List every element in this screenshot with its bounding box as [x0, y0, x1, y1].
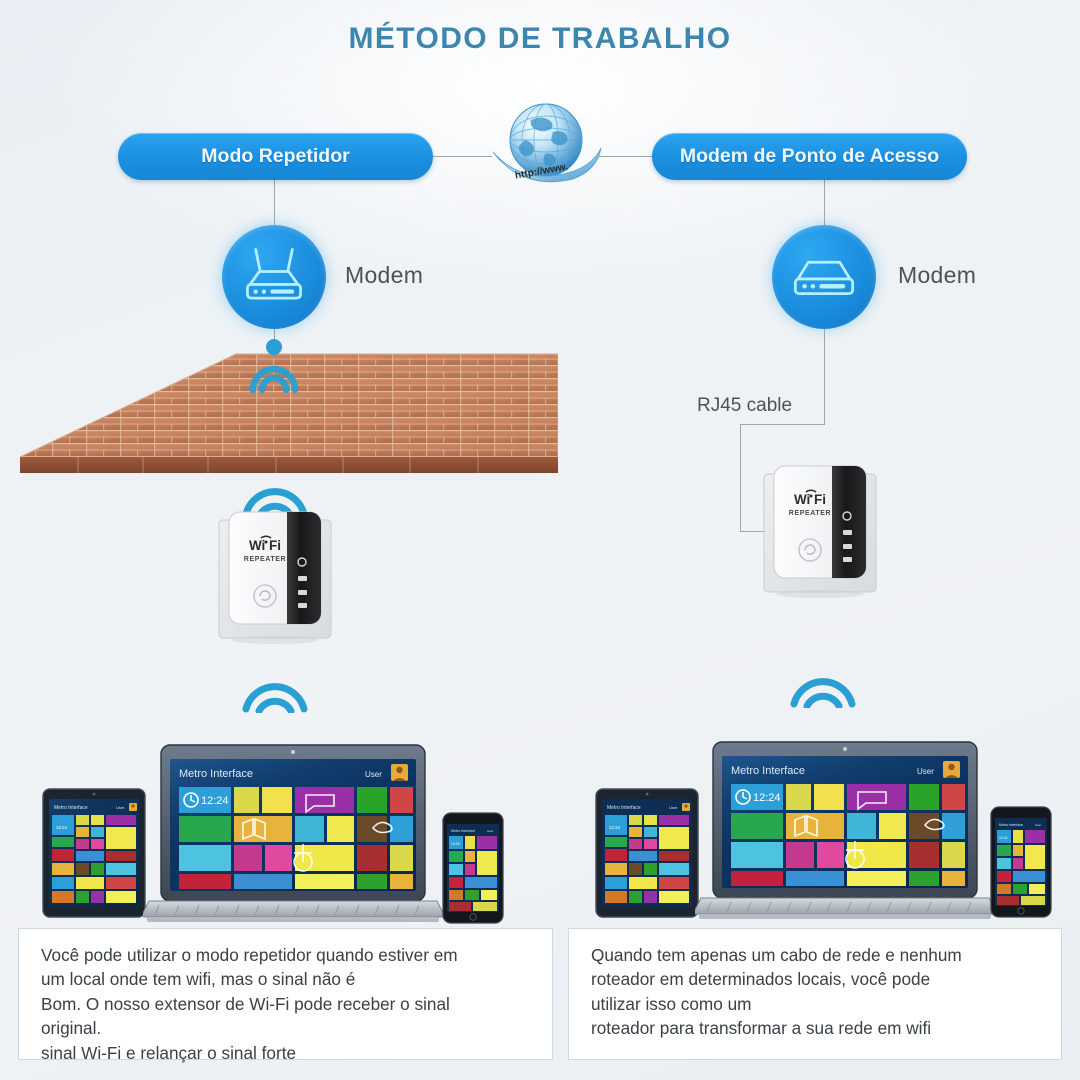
connector-line-left-modem-wifi [274, 329, 276, 343]
screen-header-title: Metro Interface [999, 823, 1023, 827]
screen-clock-tile: 12:24 [609, 825, 621, 830]
repeater-brand-line2: REPEATER [789, 510, 831, 517]
tablet-device-right: Metro Interface User [595, 788, 699, 923]
caption-line: roteador para transformar a sua rede em … [591, 1018, 932, 1039]
screen-user-label: User [365, 770, 382, 779]
repeater-brand-line1: Wi Fi [249, 538, 281, 553]
caption-line: sinal Wi-Fi e relançar o sinal forte [41, 1042, 297, 1063]
globe-internet-icon: http://www. [487, 92, 605, 192]
wifi-repeater-device-right: Wi Fi REPEATER [758, 462, 884, 603]
modem-label-right: Modem [898, 262, 977, 288]
caption-box-repeater-mode: Você pode utilizar o modo repetidor quan… [18, 928, 553, 1063]
phone-device-left: Metro Interface User 12:24 [442, 812, 504, 929]
mode-pill-repeater[interactable]: Modo Repetidor [118, 133, 433, 180]
connector-line-globe-right [598, 156, 654, 158]
caption-line: um local onde tem wifi, mas o sinal não … [41, 969, 356, 990]
modem-with-antennas-icon [222, 225, 326, 329]
phone-device-right: Metro Interface User 12:24 [990, 806, 1052, 923]
caption-line: utilizar isso como um [591, 993, 752, 1014]
laptop-device-left: Metro Interface User [140, 743, 446, 936]
screen-clock-tile: 12:24 [451, 842, 460, 846]
caption-line: Bom. O nosso extensor de Wi-Fi pode rece… [41, 993, 450, 1014]
caption-line: roteador em determinados locais, você po… [591, 969, 931, 990]
screen-header-title: Metro Interface [54, 805, 88, 811]
screen-user-label: User [1035, 823, 1041, 827]
page-title: MÉTODO DE TRABALHO [348, 22, 732, 55]
screen-header-title: Metro Interface [179, 768, 253, 780]
connector-line-left-globe [430, 156, 492, 158]
screen-header-title: Metro Interface [731, 765, 805, 777]
screen-user-label: User [917, 767, 934, 776]
connector-line-left-pill-modem [274, 180, 276, 230]
screen-header-title: Metro Interface [607, 805, 641, 811]
connector-line-right-modem-down [824, 329, 826, 425]
repeater-brand-line1: Wi Fi [794, 492, 826, 507]
caption-line: Quando tem apenas um cabo de rede e nenh… [591, 945, 962, 965]
wifi-waves-icon-repeater-right-out [788, 660, 858, 713]
screen-user-label: User [116, 805, 125, 810]
caption-line: original. [41, 1018, 102, 1039]
connector-line-rj45-to-repeater [740, 531, 766, 533]
screen-header-title: Metro Interface [451, 829, 475, 833]
screen-clock-tile: 12:24 [201, 795, 229, 807]
modem-no-antennas-icon [772, 225, 876, 329]
caption-box-access-point-mode: Quando tem apenas um cabo de rede e nenh… [568, 928, 1062, 1060]
screen-clock-tile: 12:24 [56, 825, 68, 830]
connector-line-rj45-down [740, 424, 742, 532]
caption-line: Você pode utilizar o modo repetidor quan… [41, 945, 458, 965]
wifi-repeater-device-left: Wi Fi REPEATER [213, 508, 339, 649]
wifi-waves-icon-modem-down [243, 334, 305, 401]
connector-line-right-pill-modem [824, 180, 826, 230]
screen-clock-tile: 12:24 [999, 836, 1008, 840]
brick-wall-illustration [18, 352, 559, 480]
wifi-waves-icon-repeater-left-out [240, 665, 310, 718]
repeater-brand-line2: REPEATER [244, 556, 286, 563]
mode-pill-access-point[interactable]: Modem de Ponto de Acesso [652, 133, 967, 180]
screen-user-label: User [669, 805, 678, 810]
screen-clock-tile: 12:24 [753, 792, 781, 804]
connector-line-rj45-horizontal [740, 424, 825, 426]
modem-label-left: Modem [345, 262, 424, 288]
tablet-device-left: Metro Interface User [42, 788, 146, 923]
laptop-device-right: Metro Interface User [692, 740, 998, 933]
rj45-cable-label: RJ45 cable [697, 395, 793, 416]
screen-user-label: User [487, 829, 493, 833]
